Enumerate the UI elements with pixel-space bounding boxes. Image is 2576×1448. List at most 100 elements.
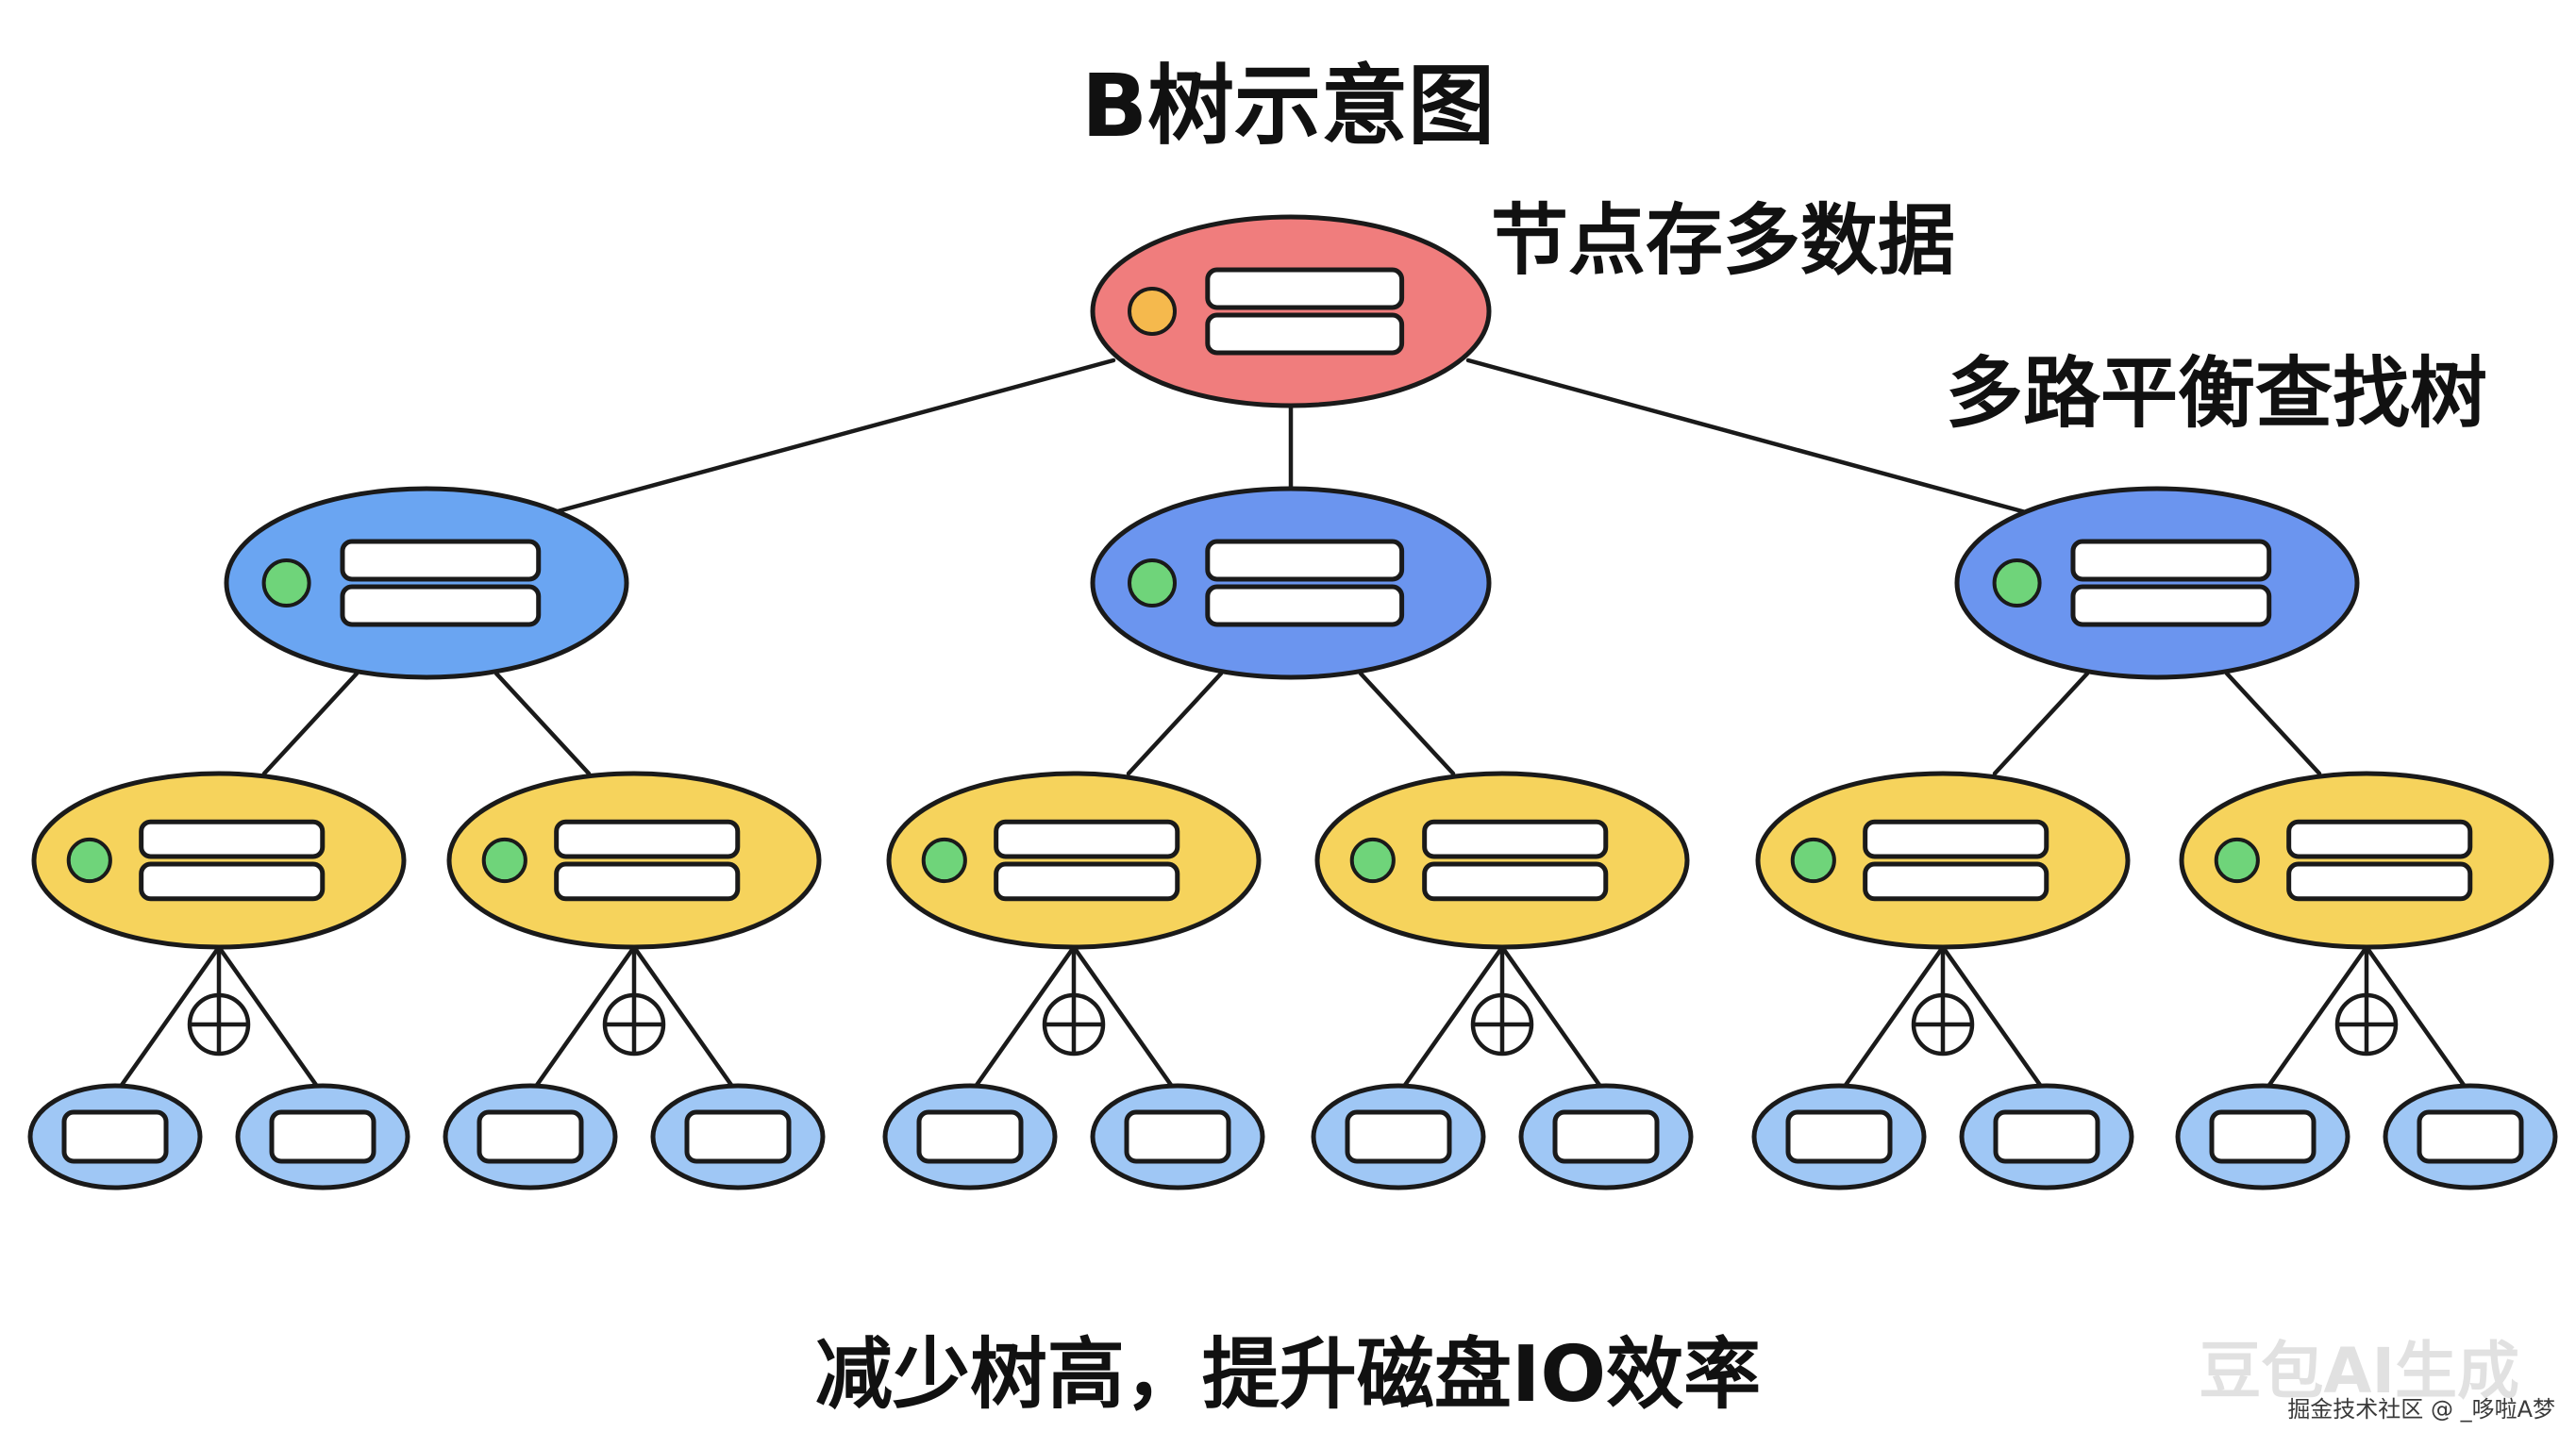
leaf-node bbox=[2383, 1083, 2558, 1190]
level3-node bbox=[446, 771, 822, 950]
key-slot bbox=[1205, 267, 1405, 310]
level3-node-shape bbox=[1755, 771, 2131, 950]
key-slot bbox=[340, 539, 542, 582]
edge-l3-leaf bbox=[1841, 944, 1946, 1090]
leaf-slot bbox=[916, 1109, 1024, 1164]
level2-node bbox=[224, 486, 629, 680]
level2-node bbox=[1090, 486, 1492, 680]
edge-l2-l3 bbox=[2224, 671, 2322, 776]
key-slot bbox=[1205, 312, 1405, 356]
leaf-slot bbox=[1785, 1109, 1893, 1164]
leaf-slot bbox=[1345, 1109, 1452, 1164]
credit-text: 掘金技术社区 @ _哆啦A梦 bbox=[2287, 1396, 2555, 1423]
leaf-slot bbox=[1124, 1109, 1231, 1164]
pointer-dot-icon bbox=[921, 837, 967, 884]
key-slot bbox=[2286, 861, 2473, 902]
leaf-slot bbox=[1552, 1109, 1660, 1164]
pointer-dot-icon bbox=[1349, 837, 1396, 884]
edge-l3-leaf bbox=[532, 944, 637, 1090]
leaf-slot bbox=[2209, 1109, 2317, 1164]
plus-circle-icon bbox=[1470, 992, 1534, 1057]
leaf-node bbox=[1751, 1083, 1927, 1190]
leaf-slot bbox=[2417, 1109, 2524, 1164]
pointer-dot-icon bbox=[66, 837, 112, 884]
level3-node-shape bbox=[886, 771, 1262, 950]
note-multiway: 多路平衡查找树 bbox=[1946, 349, 2488, 439]
key-slot bbox=[1205, 584, 1405, 627]
pointer-dot-icon bbox=[2214, 837, 2260, 884]
leaf-node bbox=[27, 1083, 203, 1190]
edge-root-right bbox=[1465, 358, 2035, 517]
edge-l2-l3 bbox=[493, 671, 592, 776]
key-slot bbox=[994, 861, 1180, 902]
edge-l2-l3 bbox=[1126, 671, 1224, 776]
pointer-dot-icon bbox=[1128, 287, 1177, 336]
edge-l3-leaf bbox=[216, 944, 321, 1090]
level3-node bbox=[31, 771, 407, 950]
edge-l3-leaf bbox=[2364, 944, 2468, 1090]
level3-node-shape bbox=[1314, 771, 1690, 950]
level3-node bbox=[1755, 771, 2131, 950]
key-slot bbox=[554, 819, 741, 859]
key-slot bbox=[2070, 539, 2272, 582]
edge-l3-leaf bbox=[1940, 944, 2045, 1090]
root-node bbox=[1090, 214, 1492, 408]
level3-node bbox=[1314, 771, 1690, 950]
leaf-node bbox=[2175, 1083, 2350, 1190]
leaf-node bbox=[1090, 1083, 1265, 1190]
edge-l2-l3 bbox=[261, 671, 360, 776]
root-node-shape bbox=[1090, 214, 1492, 408]
leaf-slot bbox=[477, 1109, 584, 1164]
key-slot bbox=[139, 819, 326, 859]
pointer-dot-icon bbox=[1128, 558, 1177, 607]
edge-l2-l3 bbox=[1992, 671, 2090, 776]
leaf-slot bbox=[1993, 1109, 2100, 1164]
leaf-node bbox=[882, 1083, 1058, 1190]
leaf-node bbox=[1518, 1083, 1694, 1190]
level3-node-shape bbox=[2179, 771, 2554, 950]
leaf-node bbox=[443, 1083, 618, 1190]
level3-node bbox=[886, 771, 1262, 950]
leaf-node bbox=[235, 1083, 410, 1190]
level2-node-shape bbox=[1090, 486, 1492, 680]
leaf-node bbox=[1311, 1083, 1486, 1190]
edge-l3-leaf bbox=[2265, 944, 2369, 1090]
key-slot bbox=[554, 861, 741, 902]
pointer-dot-icon bbox=[481, 837, 527, 884]
watermark: 豆包AI生成 bbox=[2199, 1335, 2519, 1407]
edge-l3-leaf bbox=[1499, 944, 1604, 1090]
level3-node-shape bbox=[446, 771, 822, 950]
level2-node-shape bbox=[224, 486, 629, 680]
key-slot bbox=[2286, 819, 2473, 859]
edge-l3-leaf bbox=[1071, 944, 1176, 1090]
edge-l2-l3 bbox=[1358, 671, 1456, 776]
pointer-dot-icon bbox=[1992, 558, 2042, 607]
plus-circle-icon bbox=[602, 992, 666, 1057]
key-slot bbox=[1863, 819, 2049, 859]
plus-circle-icon bbox=[1042, 992, 1106, 1057]
key-slot bbox=[994, 819, 1180, 859]
footer-caption: 减少树高，提升磁盘IO效率 bbox=[814, 1330, 1762, 1420]
pointer-dot-icon bbox=[261, 558, 311, 607]
key-slot bbox=[340, 584, 542, 627]
leaf-node bbox=[1959, 1083, 2134, 1190]
edge-root-left bbox=[544, 358, 1116, 517]
leaf-slot bbox=[269, 1109, 376, 1164]
diagram-title: B树示意图 bbox=[1080, 56, 1496, 157]
key-slot bbox=[1205, 539, 1405, 582]
leaf-slot bbox=[684, 1109, 792, 1164]
level2-node bbox=[1954, 486, 2360, 680]
level3-node-shape bbox=[31, 771, 407, 950]
plus-circle-icon bbox=[187, 992, 251, 1057]
key-slot bbox=[1422, 861, 1609, 902]
leaf-node bbox=[650, 1083, 826, 1190]
key-slot bbox=[2070, 584, 2272, 627]
key-slot bbox=[139, 861, 326, 902]
note-node-data: 节点存多数据 bbox=[1491, 196, 1956, 286]
plus-circle-icon bbox=[1911, 992, 1975, 1057]
pointer-dot-icon bbox=[1790, 837, 1836, 884]
edge-l3-leaf bbox=[631, 944, 736, 1090]
key-slot bbox=[1863, 861, 2049, 902]
edge-l3-leaf bbox=[972, 944, 1077, 1090]
